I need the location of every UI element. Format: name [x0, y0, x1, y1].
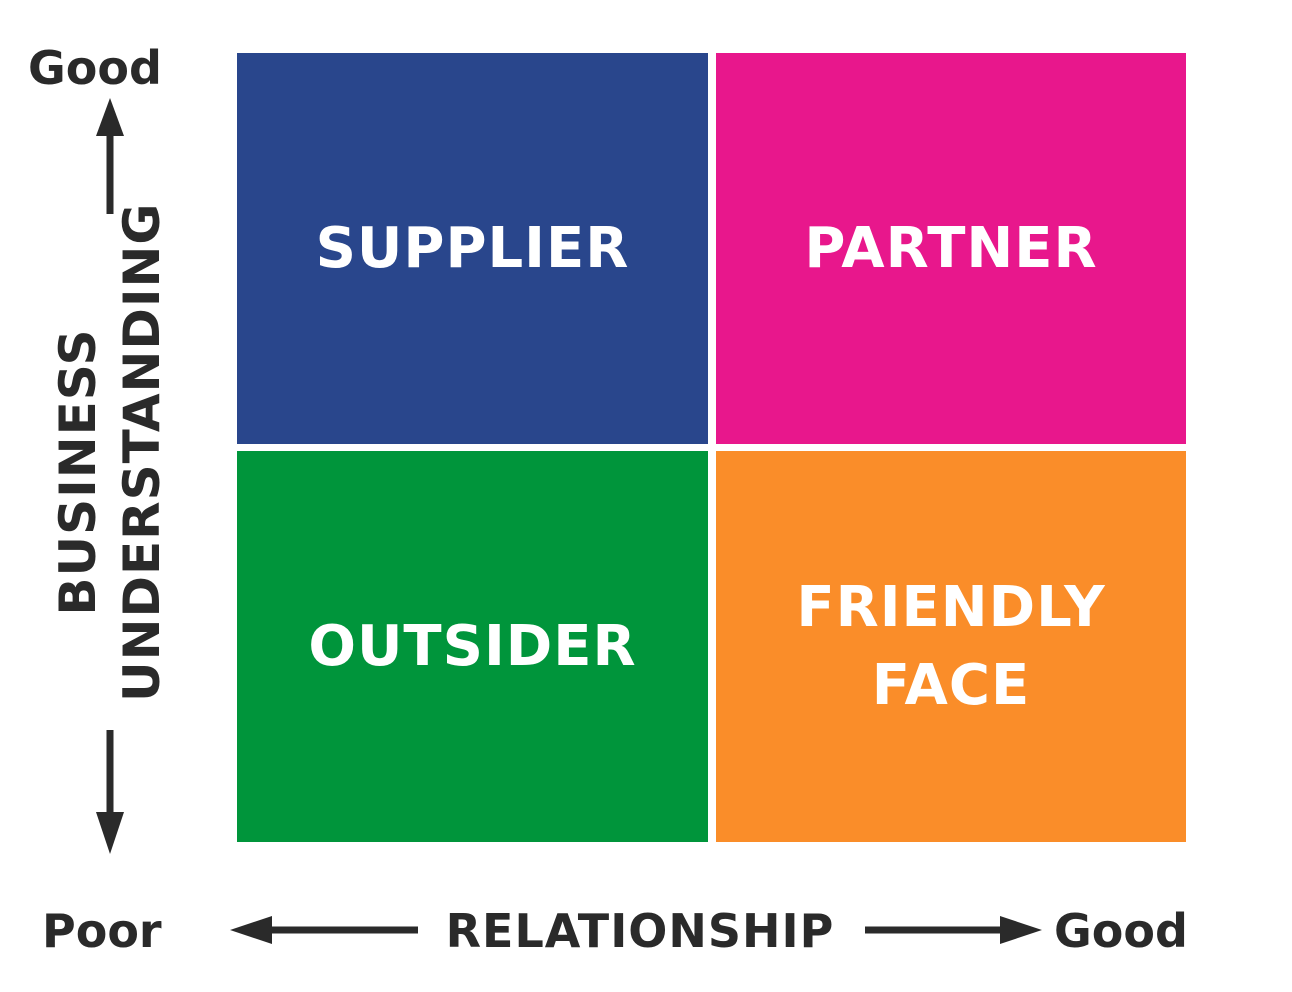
quadrant-partner: PARTNER — [716, 53, 1186, 444]
quadrant-friendly-face-label: FRIENDLY FACE — [796, 574, 1106, 718]
y-axis-title: BUSINESS UNDERSTANDING — [46, 202, 174, 702]
y-axis-high-label: Good — [28, 41, 162, 95]
quadrant-outsider-label: OUTSIDER — [308, 613, 637, 679]
quadrant-outsider: OUTSIDER — [237, 451, 708, 842]
arrow-down-icon — [96, 730, 124, 854]
x-axis-low-label: Poor — [42, 904, 162, 958]
quadrant-friendly-face: FRIENDLY FACE — [716, 451, 1186, 842]
y-axis-title-line2: UNDERSTANDING — [113, 202, 171, 702]
arrow-up-icon — [96, 98, 124, 214]
quadrant-supplier-label: SUPPLIER — [315, 215, 630, 281]
quadrant-supplier: SUPPLIER — [237, 53, 708, 444]
y-axis-title-line1: BUSINESS — [49, 328, 107, 616]
quadrant-partner-label: PARTNER — [804, 215, 1098, 281]
arrow-left-icon — [230, 916, 418, 944]
x-axis-high-label: Good — [1054, 904, 1188, 958]
x-axis-title: RELATIONSHIP — [445, 904, 835, 958]
arrow-right-icon — [865, 916, 1042, 944]
